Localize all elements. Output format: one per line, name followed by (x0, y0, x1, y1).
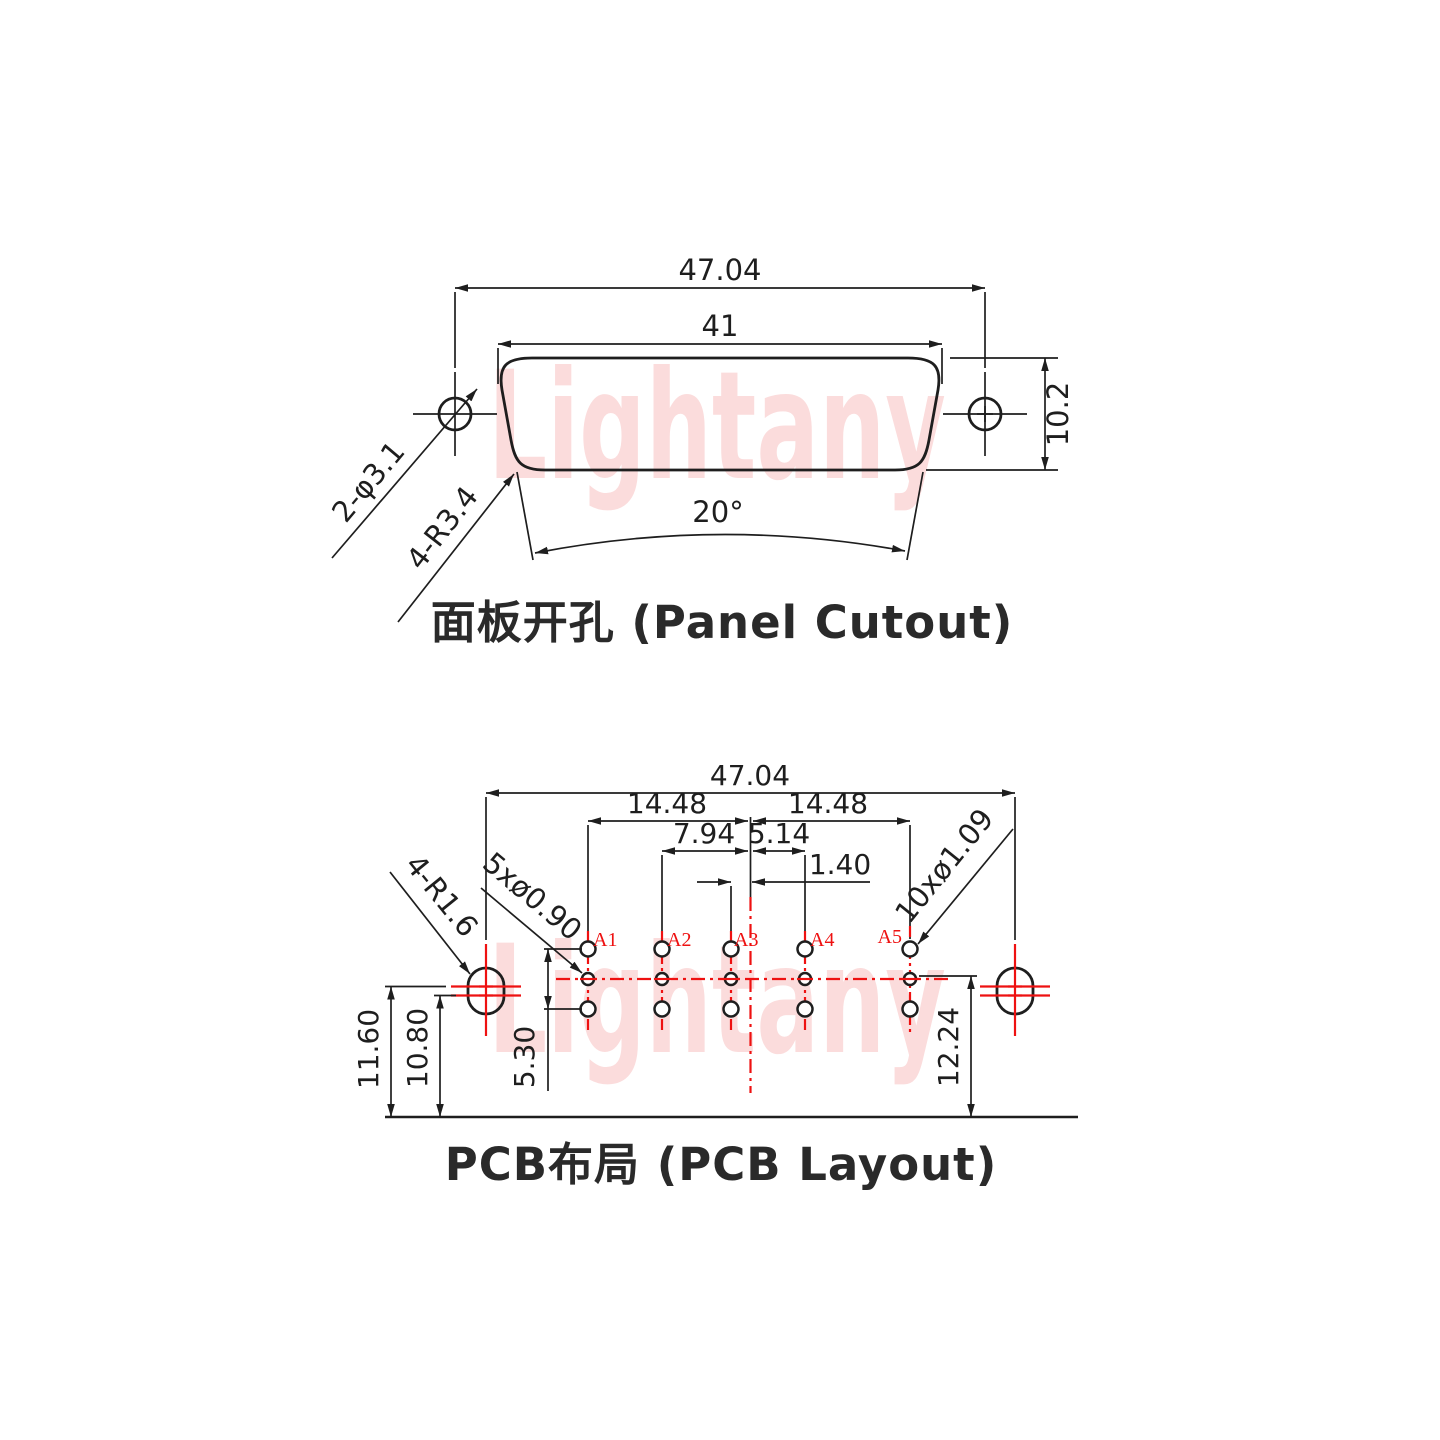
panel-dim-height: 10.2 (1041, 382, 1075, 447)
pin-column-a2: A2 (653, 929, 691, 1018)
panel-dim-body: 41 (702, 309, 739, 343)
panel-dim-angle: 20° (692, 495, 743, 529)
watermark-text: Lightany (488, 340, 946, 514)
pcb-dim-left-span: 14.48 (627, 787, 707, 820)
pcb-dim-slot-upper: 11.60 (352, 1009, 385, 1089)
pad-hole (579, 1000, 597, 1018)
panel-angle-ext-left (516, 471, 534, 561)
panel-cutout-title: 面板开孔 (Panel Cutout) (431, 596, 1014, 649)
pin-column-a4: A4 (796, 929, 834, 1018)
pad-hole (653, 940, 671, 958)
panel-leader-corner (397, 473, 515, 623)
pcb-dim-row-span: 5.30 (508, 1026, 541, 1088)
pcb-leader-small-holes (480, 887, 583, 974)
panel-leader-holes (331, 388, 478, 559)
pcb-dim-a2-center: 7.94 (673, 817, 735, 850)
pin-label: A5 (878, 926, 902, 948)
pad-hole (722, 1000, 740, 1018)
pin-label: A2 (667, 929, 691, 951)
pcb-dim-a3-offset: 1.40 (809, 848, 871, 881)
panel-cutout-outline (499, 356, 941, 472)
panel-dim-overall: 47.04 (678, 253, 761, 287)
panel-angle-arc (534, 533, 906, 555)
pcb-dim-center-a4: 5.14 (748, 817, 810, 850)
pcb-dim-overall: 47.04 (710, 759, 790, 792)
mount-slot-left (451, 944, 521, 1036)
pcb-dim-mid-row: 12.24 (932, 1007, 965, 1087)
watermark-top: Lightany (488, 340, 946, 514)
watermark-bottom: Lightany (488, 914, 946, 1088)
pcb-leader-large-holes (917, 828, 1014, 945)
pcb-layout-title: PCB布局 (PCB Layout) (445, 1138, 998, 1191)
pcb-dim-slot-lower: 10.80 (401, 1008, 434, 1088)
pad-hole (796, 940, 814, 958)
pcb-label-slot: 4-R1.6 (399, 848, 485, 943)
pad-hole (653, 1000, 671, 1018)
pin-column-a3: A3 (722, 929, 758, 1018)
pad-hole (796, 1000, 814, 1018)
pad-hole (901, 1000, 919, 1018)
pin-label: A3 (734, 929, 758, 951)
pcb-leader-slot (389, 871, 471, 975)
pcb-dim-right-span: 14.48 (788, 787, 868, 820)
pin-label: A4 (810, 929, 834, 951)
pad-hole (901, 940, 919, 958)
panel-angle-ext-right (906, 471, 924, 561)
watermark-text: Lightany (488, 914, 946, 1088)
mount-slot-right (980, 944, 1050, 1036)
pad-hole (722, 940, 740, 958)
pin-label: A1 (593, 929, 617, 951)
